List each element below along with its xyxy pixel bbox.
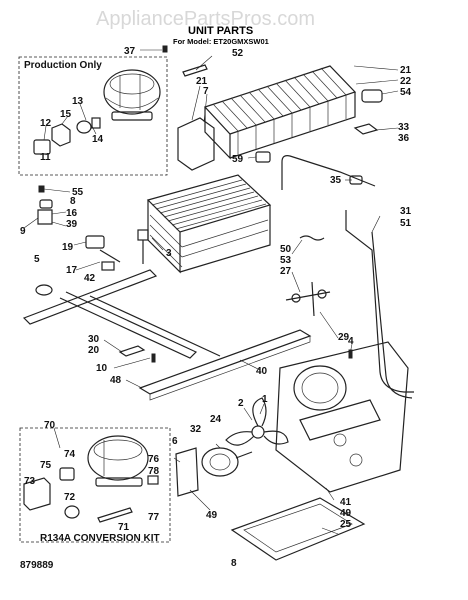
production-compressor: [103, 69, 161, 121]
callout-78: 78: [148, 466, 160, 477]
tube-31-51: [345, 210, 414, 399]
callout-30: 30: [88, 334, 100, 345]
tube-50: [299, 235, 325, 241]
base-rails: [22, 269, 221, 363]
callout-22: 22: [400, 76, 412, 87]
screw-37: [162, 45, 168, 53]
kit-overload-73: [23, 477, 51, 511]
callout-17: 17: [66, 265, 78, 276]
callout-16: 16: [66, 208, 78, 219]
callout-6: 6: [172, 436, 178, 447]
callout-42: 42: [84, 273, 96, 284]
callout-21: 21: [400, 65, 412, 76]
callout-8: 8: [70, 196, 76, 207]
callout-labels: 37 52 21 22 54 21 7 13 15 12 11 14 59 33…: [20, 46, 412, 533]
callout-37: 37: [124, 46, 136, 57]
callout-49: 49: [340, 508, 352, 519]
callout-24: 24: [210, 414, 222, 425]
callout-2: 2: [238, 398, 244, 409]
production-only-group: Production Only: [18, 56, 168, 176]
callout-49: 49: [206, 510, 218, 521]
callout-54: 54: [400, 87, 412, 98]
callout-73: 73: [24, 476, 36, 487]
callout-52: 52: [232, 48, 244, 59]
callout-50: 50: [280, 244, 292, 255]
grommet-54: [361, 89, 383, 103]
part-59: [255, 151, 271, 163]
callout-27: 27: [280, 266, 292, 277]
callout-70: 70: [44, 420, 56, 431]
callout-33: 33: [398, 122, 410, 133]
callout-21: 21: [196, 76, 208, 87]
callout-72: 72: [64, 492, 76, 503]
conversion-kit-group: R134A CONVERSION KIT: [19, 427, 171, 544]
condenser-coil: [177, 65, 357, 171]
callout-11: 11: [40, 152, 51, 163]
drain-pan: [230, 497, 366, 561]
clip-33: [353, 123, 379, 135]
callout-71: 71: [118, 522, 130, 533]
callout-77: 77: [148, 512, 160, 523]
kit-compressor: [87, 435, 149, 487]
callout-32: 32: [190, 424, 202, 435]
leader-lines: [23, 49, 399, 535]
callout-12: 12: [40, 118, 52, 129]
conversion-kit-box: [19, 427, 171, 543]
callout-5: 5: [34, 254, 40, 265]
kit-drier-71: [97, 507, 133, 523]
callout-40: 40: [256, 366, 268, 377]
page-title: UNIT PARTS: [188, 25, 253, 37]
callout-48: 48: [110, 375, 122, 386]
drier-52: [182, 64, 208, 77]
watermark-text: AppliancePartsPros.com: [96, 8, 315, 30]
callout-7: 7: [203, 86, 209, 97]
callout-35: 35: [330, 175, 342, 186]
footer-code: 879889: [20, 560, 54, 571]
callout-53: 53: [280, 255, 292, 266]
callout-14: 14: [92, 134, 104, 145]
production-only-box: [18, 56, 168, 176]
callout-59: 59: [232, 154, 244, 165]
callout-15: 15: [60, 109, 72, 120]
callout-20: 20: [88, 345, 100, 356]
evaporator-coil: [146, 174, 272, 274]
callout-25: 25: [340, 519, 352, 530]
callout-76: 76: [148, 454, 160, 465]
callout-51: 51: [400, 218, 412, 229]
callout-55: 55: [72, 187, 84, 198]
fan-bracket: [275, 341, 409, 493]
production-only-label: Production Only: [24, 60, 102, 71]
callout-3: 3: [166, 248, 172, 259]
callout-29: 29: [338, 332, 350, 343]
callout-36: 36: [398, 133, 410, 144]
callout-10: 10: [96, 363, 108, 374]
callout-31: 31: [400, 206, 412, 217]
model-line: For Model: ET20GMXSW01: [173, 37, 269, 46]
kit-relay-75: [59, 467, 75, 481]
callout-13: 13: [72, 96, 84, 107]
callout-1: 1: [262, 394, 268, 405]
footer-page-number: 8: [231, 558, 237, 569]
fan-motor: [175, 447, 253, 497]
callout-41: 41: [340, 497, 352, 508]
fan-blade: [225, 397, 289, 446]
conversion-kit-label: R134A CONVERSION KIT: [40, 533, 160, 544]
kit-grommet-72: [64, 505, 80, 519]
tube-35-36: [281, 155, 376, 190]
drain-27-29: [285, 281, 331, 317]
rail-40: [138, 329, 312, 395]
callout-74: 74: [64, 449, 76, 460]
callout-19: 19: [62, 242, 74, 253]
callout-4: 4: [348, 336, 354, 347]
production-relay: [33, 117, 101, 155]
callout-75: 75: [40, 460, 52, 471]
callout-9: 9: [20, 226, 26, 237]
electrical-parts: [37, 185, 149, 271]
callout-39: 39: [66, 219, 78, 230]
